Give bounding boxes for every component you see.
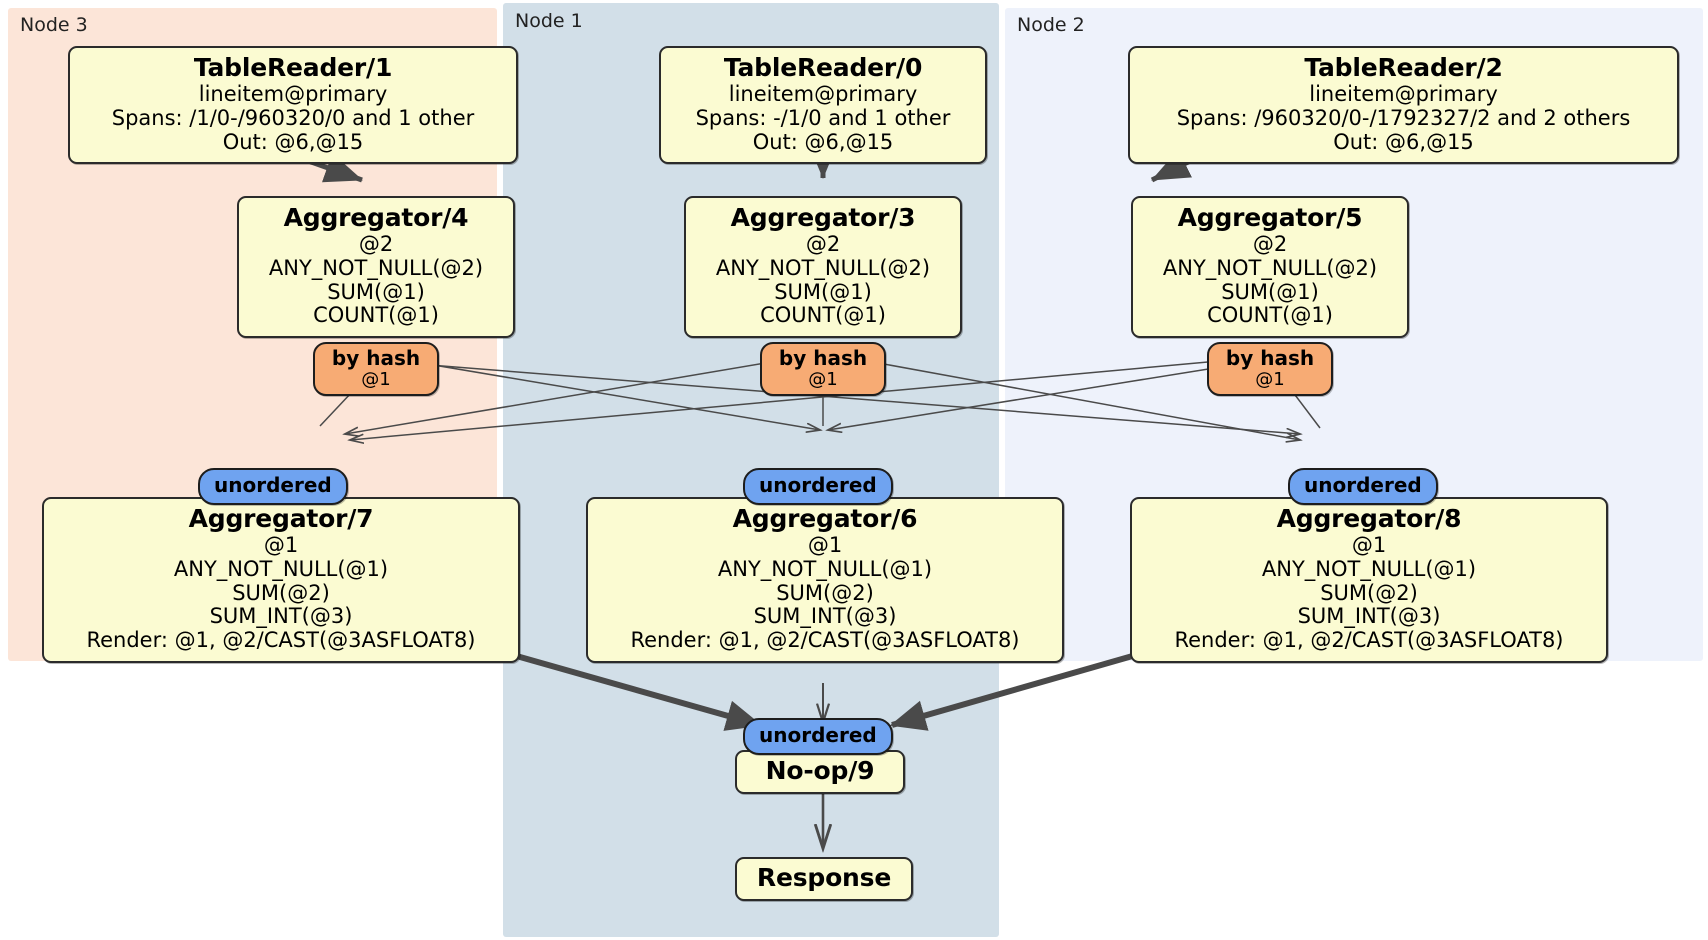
processor-aggregator5[interactable]: Aggregator/5 @2 ANY_NOT_NULL(@2) SUM(@1)… <box>1131 196 1409 339</box>
processor-line: @2 <box>1252 232 1288 257</box>
processor-title: No-op/9 <box>765 756 875 785</box>
processor-line: Out: @6,@15 <box>222 129 364 154</box>
processor-aggregator6[interactable]: Aggregator/6 @1 ANY_NOT_NULL(@1) SUM(@2)… <box>586 497 1064 663</box>
hash-router-label: by hash <box>331 346 421 370</box>
unordered-synchronizer-right[interactable]: unordered <box>1288 468 1438 505</box>
unordered-synchronizer-center[interactable]: unordered <box>743 468 893 505</box>
processor-line: Render: @1, @2/CAST(@3ASFLOAT8) <box>1174 628 1564 653</box>
processor-tablereader2[interactable]: TableReader/2 lineitem@primary Spans: /9… <box>1128 46 1679 165</box>
processor-title: Response <box>756 863 892 892</box>
processor-line: @1 <box>807 533 843 558</box>
hash-router-label: by hash <box>778 346 868 370</box>
processor-line: lineitem@primary <box>198 82 388 107</box>
processor-line: SUM(@2) <box>1320 580 1418 605</box>
hash-router-badge-left[interactable]: by hash @1 <box>313 342 439 397</box>
hash-router-label: by hash <box>1225 346 1315 370</box>
processor-line: @2 <box>805 232 841 257</box>
node-label-node3: Node 3 <box>20 14 88 36</box>
processor-line: Spans: -/1/0 and 1 other <box>695 105 951 130</box>
processor-line: COUNT(@1) <box>1207 303 1333 328</box>
processor-line: SUM_INT(@3) <box>753 604 897 629</box>
processor-aggregator7[interactable]: Aggregator/7 @1 ANY_NOT_NULL(@1) SUM(@2)… <box>42 497 520 663</box>
processor-line: SUM(@2) <box>232 580 330 605</box>
processor-aggregator4[interactable]: Aggregator/4 @2 ANY_NOT_NULL(@2) SUM(@1)… <box>237 196 515 339</box>
processor-title: Aggregator/3 <box>730 203 916 232</box>
processor-noop9[interactable]: No-op/9 <box>735 750 905 795</box>
hash-router-column: @1 <box>808 368 838 390</box>
hash-router-badge-right[interactable]: by hash @1 <box>1207 342 1333 397</box>
processor-line: Spans: /960320/0-/1792327/2 and 2 others <box>1176 105 1631 130</box>
processor-line: lineitem@primary <box>1309 82 1498 107</box>
processor-title: Aggregator/5 <box>1177 203 1363 232</box>
processor-title: TableReader/0 <box>723 53 923 82</box>
node-label-node1: Node 1 <box>515 10 583 32</box>
hash-router-badge-center[interactable]: by hash @1 <box>760 342 886 397</box>
processor-line: Render: @1, @2/CAST(@3ASFLOAT8) <box>86 628 476 653</box>
processor-response[interactable]: Response <box>735 857 913 902</box>
processor-line: SUM(@1) <box>1221 279 1319 304</box>
processor-line: COUNT(@1) <box>760 303 886 328</box>
processor-line: SUM(@2) <box>776 580 874 605</box>
processor-line: SUM(@1) <box>327 279 425 304</box>
processor-tablereader0[interactable]: TableReader/0 lineitem@primary Spans: -/… <box>659 46 987 165</box>
unordered-synchronizer-final[interactable]: unordered <box>743 718 893 755</box>
processor-line: SUM(@1) <box>774 279 872 304</box>
processor-line: ANY_NOT_NULL(@1) <box>1261 556 1477 581</box>
processor-line: ANY_NOT_NULL(@1) <box>173 556 389 581</box>
processor-line: ANY_NOT_NULL(@1) <box>717 556 933 581</box>
processor-title: Aggregator/6 <box>732 504 918 533</box>
hash-router-column: @1 <box>1255 368 1285 390</box>
processor-line: ANY_NOT_NULL(@2) <box>715 255 931 280</box>
hash-router-column: @1 <box>361 368 391 390</box>
processor-line: SUM_INT(@3) <box>1297 604 1441 629</box>
processor-title: Aggregator/8 <box>1276 504 1462 533</box>
unordered-synchronizer-left[interactable]: unordered <box>198 468 348 505</box>
processor-line: ANY_NOT_NULL(@2) <box>268 255 484 280</box>
processor-aggregator8[interactable]: Aggregator/8 @1 ANY_NOT_NULL(@1) SUM(@2)… <box>1130 497 1608 663</box>
processor-line: Spans: /1/0-/960320/0 and 1 other <box>111 105 475 130</box>
processor-title: TableReader/2 <box>1304 53 1503 82</box>
processor-aggregator3[interactable]: Aggregator/3 @2 ANY_NOT_NULL(@2) SUM(@1)… <box>684 196 962 339</box>
processor-title: Aggregator/4 <box>283 203 469 232</box>
processor-line: Out: @6,@15 <box>1333 129 1474 154</box>
processor-line: lineitem@primary <box>728 82 918 107</box>
processor-line: COUNT(@1) <box>313 303 439 328</box>
processor-line: SUM_INT(@3) <box>209 604 353 629</box>
processor-line: @1 <box>263 533 299 558</box>
processor-line: Render: @1, @2/CAST(@3ASFLOAT8) <box>630 628 1020 653</box>
processor-title: Aggregator/7 <box>188 504 374 533</box>
processor-tablereader1[interactable]: TableReader/1 lineitem@primary Spans: /1… <box>68 46 518 165</box>
processor-line: @1 <box>1351 533 1387 558</box>
node-label-node2: Node 2 <box>1017 14 1085 36</box>
processor-line: @2 <box>358 232 394 257</box>
processor-line: Out: @6,@15 <box>752 129 894 154</box>
processor-title: TableReader/1 <box>193 53 393 82</box>
processor-line: ANY_NOT_NULL(@2) <box>1162 255 1378 280</box>
